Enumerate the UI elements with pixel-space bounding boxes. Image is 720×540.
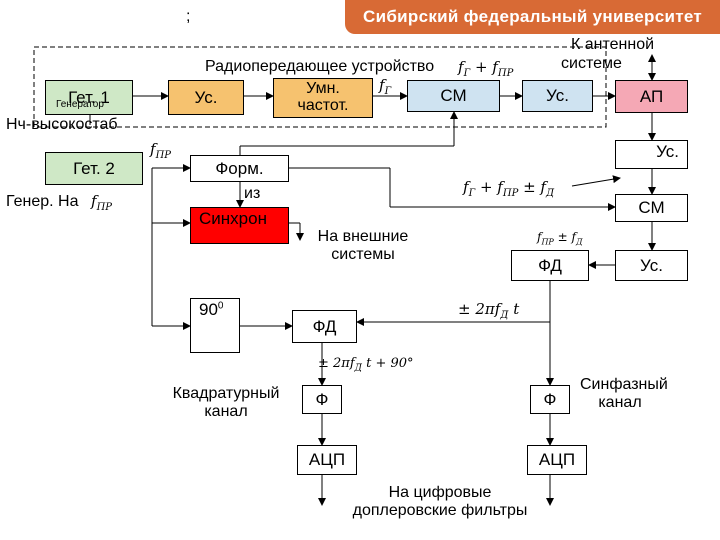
amplifier-2-block: Ус.: [522, 80, 593, 112]
multiplier-label-line1: Умн.: [306, 80, 340, 98]
synchronizer-label: Синхрон: [199, 209, 267, 228]
mixer-2-label: СМ: [638, 198, 665, 218]
amplifier-3-label: Ус.: [656, 142, 679, 161]
formula-pm-2pi-fd-t: ± 2πfД t: [458, 300, 520, 321]
multiplier-block: Умн. частот.: [273, 78, 373, 118]
transmitter-boundary: [33, 46, 607, 128]
multiplier-label-line2: частот.: [297, 97, 349, 114]
filter-sync-block: Ф: [530, 385, 570, 414]
phase-shifter-block: 900: [190, 298, 240, 353]
amplifier-3-block: Ус.: [615, 140, 688, 169]
amplifier-1-block: Ус.: [168, 80, 244, 115]
adc-sync-label: АЦП: [538, 450, 576, 470]
university-banner: Сибирский федеральный университет: [345, 0, 720, 34]
generator-1-sublabel: Генератор: [56, 99, 104, 110]
adc-quadrature-block: АЦП: [297, 445, 357, 475]
phase-detector-1-label: ФД: [538, 255, 562, 275]
synchronizer-block: Синхрон: [190, 207, 289, 244]
antenna-label-line1: К антенной: [571, 36, 655, 53]
formula-fg-plus-fpr-top: fГ + fПР: [458, 58, 514, 79]
formula-pm-2pi-fd-t-90: ± 2πfД t + 90°: [318, 356, 414, 374]
formula-fpr-fd: fПР ± fД: [537, 230, 583, 247]
filter-quadrature-block: Ф: [302, 385, 342, 414]
phase-shifter-label: 90: [199, 300, 218, 319]
gener-na-label: Генер. На: [6, 193, 79, 210]
antenna-switch-label: АП: [639, 86, 664, 106]
mixer-1-block: СМ: [407, 80, 500, 112]
phase-detector-2-label: ФД: [312, 316, 337, 336]
formula-fg-top: fГ: [379, 76, 392, 97]
filter-sync-label: Ф: [543, 389, 557, 409]
amplifier-4-label: Ус.: [640, 255, 663, 275]
filter-quadrature-label: Ф: [315, 389, 329, 409]
formula-fpr-get2: fПР: [150, 140, 172, 161]
iz-label: из: [244, 185, 261, 202]
generator-2-block: Гет. 2: [45, 152, 143, 185]
amplifier-2-label: Ус.: [546, 86, 569, 106]
phase-detector-2-block: ФД: [292, 310, 357, 343]
adc-sync-block: АЦП: [527, 445, 587, 475]
formula-fpr-gener: fПР: [91, 192, 113, 213]
formula-fg-fpr-fd: fГ + fПР ± fД: [463, 178, 555, 199]
transmitter-label: Радиопередающее устройство: [205, 58, 435, 75]
antenna-switch-block: АП: [615, 80, 688, 113]
nch-label: Нч-высокостаб: [6, 116, 118, 133]
generator-1-label: Гет. 1: [68, 87, 110, 107]
generator-1-block: Гет. 1: [45, 80, 133, 115]
mixer-1-label: СМ: [440, 86, 467, 106]
mixer-2-block: СМ: [615, 194, 688, 222]
amplifier-1-label: Ус.: [194, 87, 218, 107]
antenna-label-line2: системе: [561, 55, 622, 72]
shaper-block: Форм.: [190, 155, 289, 182]
adc-quadrature-label: АЦП: [308, 450, 346, 470]
phase-detector-1-block: ФД: [511, 250, 589, 281]
shaper-label: Форм.: [215, 158, 264, 178]
header-mark: ;: [186, 8, 191, 25]
generator-2-label: Гет. 2: [73, 158, 115, 178]
amplifier-4-block: Ус.: [615, 250, 688, 281]
